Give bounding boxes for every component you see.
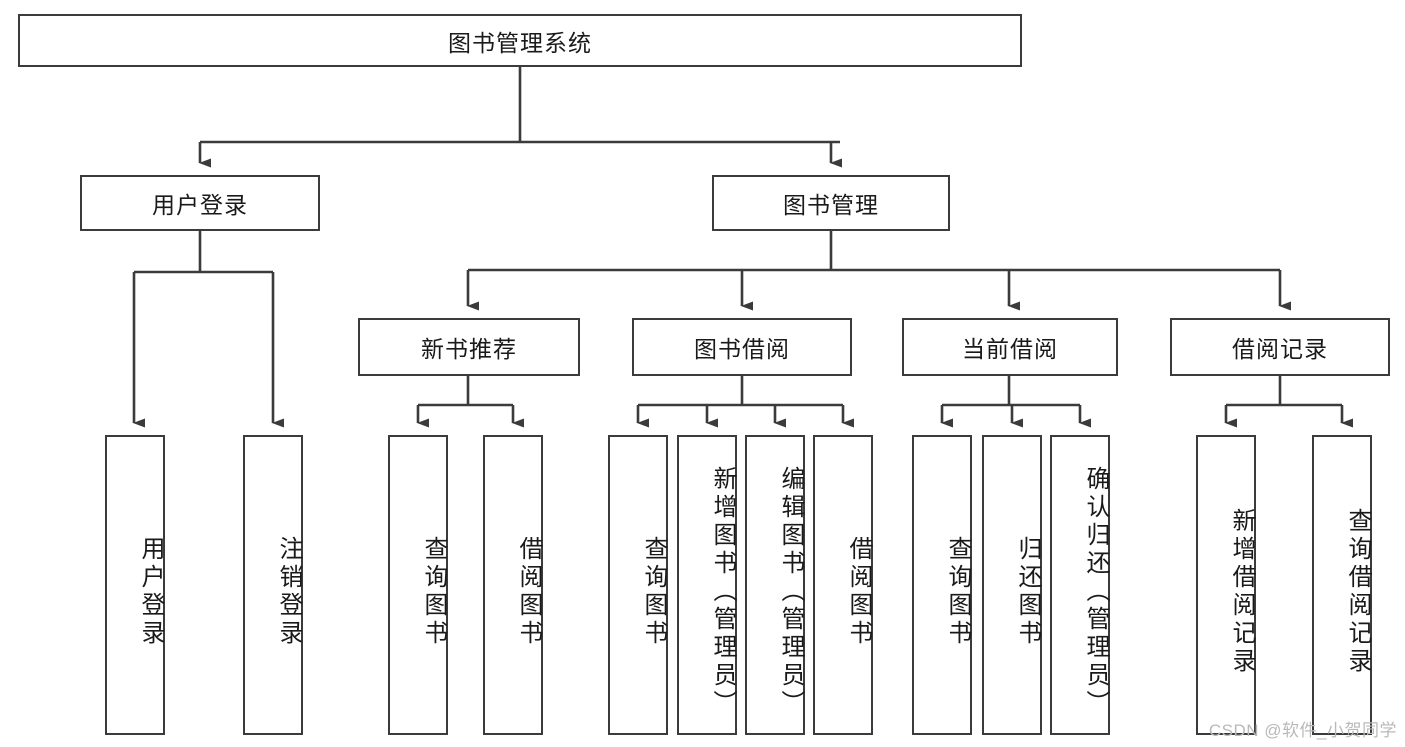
- leaf-confirm-return-label: 确认归还（管理员）: [1082, 466, 1109, 718]
- leaf-query-book-rec-label: 查询图书: [420, 536, 447, 648]
- node-book-borrow[interactable]: 图书借阅: [632, 318, 852, 376]
- node-user-login-label: 用户登录: [152, 192, 248, 218]
- leaf-query-record-label: 查询借阅记录: [1344, 508, 1371, 676]
- leaf-add-book[interactable]: 新增图书（管理员）: [677, 435, 737, 735]
- node-user-login[interactable]: 用户登录: [80, 175, 320, 231]
- node-root[interactable]: 图书管理系统: [18, 14, 1022, 67]
- node-borrow-record-label: 借阅记录: [1232, 336, 1328, 362]
- leaf-edit-book[interactable]: 编辑图书（管理员）: [745, 435, 805, 735]
- node-new-book-rec-label: 新书推荐: [421, 336, 517, 362]
- node-current-borrow-label: 当前借阅: [962, 336, 1058, 362]
- leaf-add-record-label: 新增借阅记录: [1228, 508, 1255, 676]
- leaf-user-logout[interactable]: 注销登录: [243, 435, 303, 735]
- leaf-query-book-bb[interactable]: 查询图书: [608, 435, 668, 735]
- leaf-borrow-book-rec-label: 借阅图书: [515, 536, 542, 648]
- leaf-borrow-book-bb[interactable]: 借阅图书: [813, 435, 873, 735]
- node-new-book-rec[interactable]: 新书推荐: [358, 318, 580, 376]
- leaf-add-record[interactable]: 新增借阅记录: [1196, 435, 1256, 735]
- leaf-query-book-rec[interactable]: 查询图书: [388, 435, 448, 735]
- leaf-query-book-cb-label: 查询图书: [944, 536, 971, 648]
- leaf-user-logout-label: 注销登录: [275, 536, 302, 648]
- leaf-user-login-label: 用户登录: [137, 536, 164, 648]
- leaf-borrow-book-bb-label: 借阅图书: [845, 536, 872, 648]
- node-book-borrow-label: 图书借阅: [694, 336, 790, 362]
- leaf-query-book-bb-label: 查询图书: [640, 536, 667, 648]
- node-book-manage[interactable]: 图书管理: [712, 175, 950, 231]
- node-root-label: 图书管理系统: [448, 29, 592, 56]
- node-current-borrow[interactable]: 当前借阅: [902, 318, 1118, 376]
- leaf-confirm-return[interactable]: 确认归还（管理员）: [1050, 435, 1110, 735]
- node-borrow-record[interactable]: 借阅记录: [1170, 318, 1390, 376]
- leaf-query-book-cb[interactable]: 查询图书: [912, 435, 972, 735]
- leaf-add-book-label: 新增图书（管理员）: [709, 466, 736, 718]
- leaf-return-book[interactable]: 归还图书: [982, 435, 1042, 735]
- leaf-borrow-book-rec[interactable]: 借阅图书: [483, 435, 543, 735]
- watermark-text: CSDN @软件_小贺同学: [1208, 721, 1397, 740]
- leaf-query-record[interactable]: 查询借阅记录: [1312, 435, 1372, 735]
- leaf-return-book-label: 归还图书: [1014, 536, 1041, 648]
- node-book-manage-label: 图书管理: [783, 192, 879, 218]
- leaf-edit-book-label: 编辑图书（管理员）: [777, 466, 804, 718]
- leaf-user-login[interactable]: 用户登录: [105, 435, 165, 735]
